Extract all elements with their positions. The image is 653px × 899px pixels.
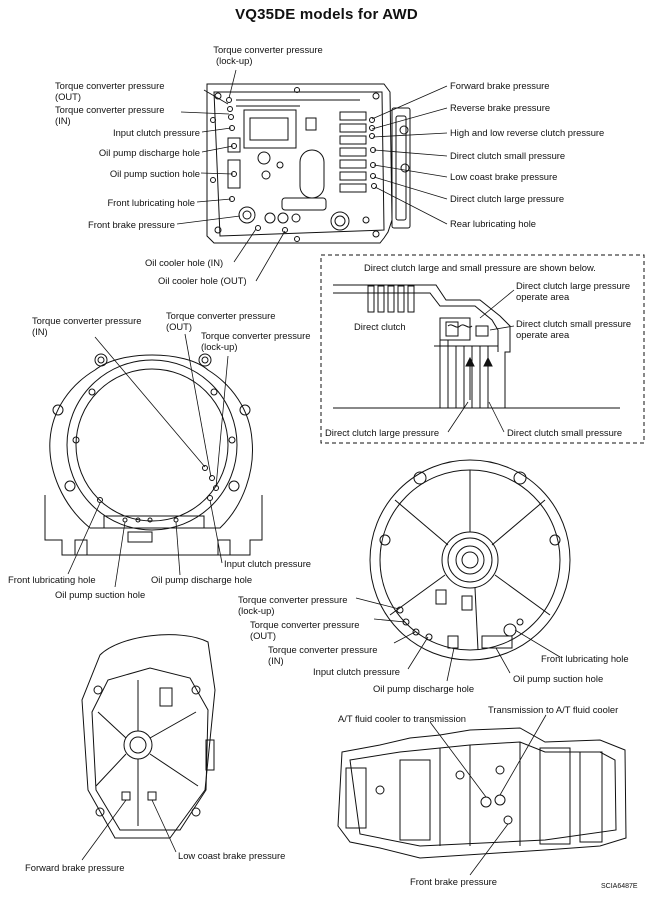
left-bell-housing bbox=[44, 353, 263, 556]
label-top-front-lubricating: Front lubricating hole bbox=[107, 197, 195, 208]
text-line: (OUT) bbox=[166, 321, 193, 332]
label-left-oil-pump-discharge: Oil pump discharge hole bbox=[151, 574, 253, 585]
text-line: Torque converter pressure bbox=[250, 619, 360, 630]
text-line: Torque converter pressure bbox=[238, 594, 348, 605]
label-top-tc-out: Torque converter pressure (OUT) bbox=[55, 80, 164, 102]
label-direct-clutch: Direct clutch bbox=[354, 321, 406, 332]
label-top-tc-in: Torque converter pressure (IN) bbox=[55, 104, 164, 126]
label-right-tc-lockup: Torque converter pressure (lock-up) bbox=[238, 594, 347, 616]
transmission-side-view bbox=[337, 727, 627, 859]
text-line: Torque converter pressure bbox=[213, 44, 323, 55]
text-line: (IN) bbox=[55, 115, 71, 126]
label-right-oil-pump-suction: Oil pump suction hole bbox=[513, 673, 604, 684]
label-rear-low-coast-brake: Low coast brake pressure bbox=[178, 850, 286, 861]
text-line: (IN) bbox=[268, 655, 284, 666]
label-top-direct-small: Direct clutch small pressure bbox=[450, 150, 566, 161]
label-top-input-clutch: Input clutch pressure bbox=[112, 127, 200, 138]
label-top-forward-brake: Forward brake pressure bbox=[450, 80, 550, 91]
valve-body-illustration bbox=[206, 83, 411, 244]
text-line: (lock-up) bbox=[216, 55, 253, 66]
text-line: Torque converter pressure bbox=[166, 310, 276, 321]
label-top-high-low-reverse: High and low reverse clutch pressure bbox=[450, 127, 605, 138]
text-line: Direct clutch large pressure bbox=[516, 280, 631, 291]
text-line: Torque converter pressure bbox=[268, 644, 378, 655]
label-cooler-to-trans: A/T fluid cooler to transmission bbox=[338, 713, 467, 724]
label-top-reverse-brake: Reverse brake pressure bbox=[450, 102, 551, 113]
rear-case-illustration bbox=[81, 634, 216, 839]
label-trans-to-cooler: Transmission to A/T fluid cooler bbox=[488, 704, 619, 715]
label-top-oil-cooler-in: Oil cooler hole (IN) bbox=[145, 257, 224, 268]
label-left-tc-out: Torque converter pressure (OUT) bbox=[166, 310, 275, 332]
label-top-tc-lockup: Torque converter pressure (lock-up) bbox=[208, 44, 328, 66]
label-top-rear-lubricating: Rear lubricating hole bbox=[450, 218, 536, 229]
label-top-low-coast-brake: Low coast brake pressure bbox=[450, 171, 558, 182]
label-left-tc-lockup: Torque converter pressure (lock-up) bbox=[201, 330, 310, 352]
label-right-oil-pump-discharge: Oil pump discharge hole bbox=[373, 683, 475, 694]
top-leader-lines bbox=[176, 69, 448, 282]
label-side-front-brake: Front brake pressure bbox=[410, 876, 498, 887]
label-large-operate-area: Direct clutch large pressure operate are… bbox=[516, 280, 630, 302]
right-bell-housing bbox=[369, 459, 571, 661]
text-line: (OUT) bbox=[250, 630, 277, 641]
label-left-tc-in: Torque converter pressure (IN) bbox=[32, 315, 141, 337]
label-left-input-clutch: Input clutch pressure bbox=[224, 558, 312, 569]
text-line: Torque converter pressure bbox=[55, 80, 165, 91]
direct-clutch-cross-section bbox=[333, 284, 620, 409]
figure-code: SCIA6487E bbox=[601, 883, 638, 890]
label-left-oil-pump-suction: Oil pump suction hole bbox=[55, 589, 146, 600]
label-right-tc-in: Torque converter pressure (IN) bbox=[268, 644, 377, 666]
detail-box-caption: Direct clutch large and small pressure a… bbox=[364, 262, 596, 273]
text-line: Direct clutch small pressure bbox=[516, 318, 632, 329]
label-right-tc-out: Torque converter pressure (OUT) bbox=[250, 619, 359, 641]
label-right-front-lubricating: Front lubricating hole bbox=[541, 653, 629, 664]
label-right-input-clutch: Input clutch pressure bbox=[313, 666, 401, 677]
label-detail-small-pressure: Direct clutch small pressure bbox=[507, 427, 623, 438]
text-line: Torque converter pressure bbox=[32, 315, 142, 326]
text-line: (OUT) bbox=[55, 91, 82, 102]
label-left-front-lubricating: Front lubricating hole bbox=[8, 574, 96, 585]
detail-box-frame bbox=[320, 254, 645, 444]
text-line: operate area bbox=[516, 329, 570, 340]
text-line: Torque converter pressure bbox=[201, 330, 311, 341]
text-line: (IN) bbox=[32, 326, 48, 337]
label-top-oil-cooler-out: Oil cooler hole (OUT) bbox=[158, 275, 247, 286]
text-line: (lock-up) bbox=[201, 341, 238, 352]
page-title: VQ35DE models for AWD bbox=[235, 6, 418, 23]
text-line: (lock-up) bbox=[238, 605, 275, 616]
label-rear-forward-brake: Forward brake pressure bbox=[25, 862, 125, 873]
label-top-oil-pump-discharge: Oil pump discharge hole bbox=[98, 147, 200, 158]
label-top-direct-large: Direct clutch large pressure bbox=[450, 193, 565, 204]
text-line: Torque converter pressure bbox=[55, 104, 165, 115]
label-top-front-brake: Front brake pressure bbox=[87, 219, 175, 230]
text-line: operate area bbox=[516, 291, 570, 302]
label-small-operate-area: Direct clutch small pressure operate are… bbox=[516, 318, 631, 340]
label-detail-large-pressure: Direct clutch large pressure bbox=[325, 427, 440, 438]
label-top-oil-pump-suction: Oil pump suction hole bbox=[109, 168, 200, 179]
